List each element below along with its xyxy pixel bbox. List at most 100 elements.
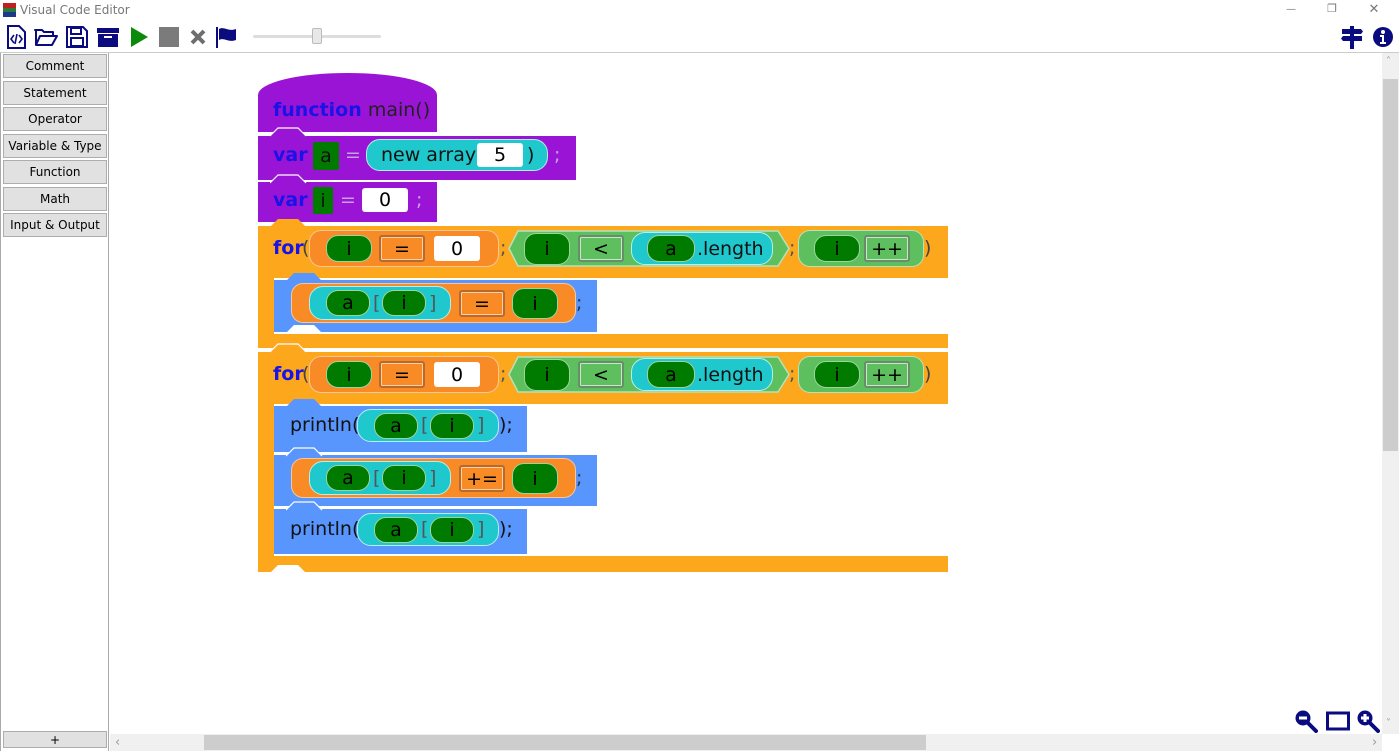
scroll-up-arrow[interactable]: ˄ [1386, 56, 1391, 67]
assign2-operator[interactable]: += [459, 465, 505, 492]
scroll-down-arrow[interactable]: ˅ [1386, 718, 1391, 729]
close-paren: ) [924, 237, 932, 259]
function-name: main() [367, 99, 431, 121]
for2-init-value[interactable]: 0 [434, 362, 480, 387]
zoom-in-icon[interactable] [1354, 708, 1382, 734]
semicolon: ; [416, 189, 423, 211]
right-bracket: ] [477, 414, 485, 436]
restore-button[interactable]: ❐ [1327, 2, 1337, 15]
save-icon[interactable] [65, 25, 89, 49]
for2-init-var[interactable]: i [326, 361, 372, 388]
block-notch-bottom [286, 325, 322, 333]
println1-array[interactable]: a [374, 413, 418, 439]
sidebar-item-variable-type[interactable]: Variable & Type [3, 134, 107, 158]
block-notch [270, 343, 307, 353]
open-folder-icon[interactable] [34, 25, 58, 49]
assign2-rhs[interactable]: i [512, 463, 558, 494]
sidebar-item-comment[interactable]: Comment [3, 54, 107, 78]
println2-index[interactable]: i [430, 517, 474, 543]
title-bar: Visual Code Editor — ❐ ✕ [0, 0, 1399, 22]
block-notch [286, 399, 322, 407]
for2-cond-var[interactable]: i [524, 359, 570, 391]
assign1-array[interactable]: a [326, 290, 370, 316]
vertical-scroll-thumb[interactable] [1383, 79, 1398, 451]
stop-icon[interactable] [157, 25, 181, 49]
for-loop-2-footer [258, 556, 948, 572]
info-icon[interactable] [1371, 25, 1395, 49]
left-bracket: [ [421, 414, 429, 436]
assign1-index[interactable]: i [382, 290, 426, 316]
for1-length-array[interactable]: a [647, 235, 695, 262]
for1-init-operator[interactable]: = [379, 235, 425, 262]
equals-sign: = [345, 144, 361, 166]
for2-init-operator[interactable]: = [379, 361, 425, 388]
for2-length-expression[interactable]: .length [631, 358, 773, 391]
close-button[interactable]: ✕ [1368, 2, 1380, 17]
function-block[interactable] [258, 73, 437, 132]
app-logo-icon [3, 3, 16, 17]
for2-cond-operator[interactable]: < [578, 361, 624, 388]
right-bracket: ] [429, 467, 437, 489]
assign1-operator[interactable]: = [459, 290, 505, 317]
equals-sign: = [340, 189, 356, 211]
for-loop-1-footer [258, 334, 948, 348]
zoom-slider-thumb[interactable] [312, 28, 322, 44]
clear-icon[interactable] [186, 25, 210, 49]
var-keyword: var [273, 189, 308, 211]
length-property: .length [697, 363, 764, 386]
for2-inc-var[interactable]: i [814, 361, 860, 388]
block-notch [270, 127, 307, 137]
assign2-array[interactable]: a [326, 465, 370, 491]
flag-icon[interactable] [214, 25, 238, 49]
zoom-out-icon[interactable] [1292, 708, 1320, 734]
for1-cond-operator[interactable]: < [578, 235, 624, 262]
scroll-left-arrow[interactable]: ‹ [115, 735, 121, 750]
semicolon: ; [576, 292, 583, 314]
sidebar-item-math[interactable]: Math [3, 187, 107, 211]
scroll-right-arrow[interactable]: › [1372, 735, 1378, 750]
semicolon: ; [554, 144, 561, 166]
for1-inc-operator[interactable]: ++ [864, 235, 910, 262]
semicolon: ; [500, 237, 507, 259]
for1-inc-var[interactable]: i [814, 235, 860, 262]
array-size-input[interactable]: 5 [477, 143, 523, 167]
minimize-button[interactable]: — [1286, 4, 1296, 15]
open-paren: ( [302, 363, 310, 385]
sidebar-item-statement[interactable]: Statement [3, 81, 107, 105]
i-initial-value[interactable]: 0 [362, 188, 408, 212]
for1-init-var[interactable]: i [326, 235, 372, 262]
println1-index[interactable]: i [430, 413, 474, 439]
sidebar-item-operator[interactable]: Operator [3, 107, 107, 131]
variable-a[interactable]: a [313, 142, 339, 170]
add-category-button[interactable]: + [3, 731, 107, 748]
signpost-icon[interactable] [1340, 25, 1364, 49]
assign1-rhs[interactable]: i [512, 288, 558, 319]
open-paren: ( [302, 237, 310, 259]
horizontal-scroll-thumb[interactable] [204, 735, 926, 750]
semicolon: ; [500, 363, 507, 385]
function-keyword: function [273, 99, 362, 121]
for2-length-array[interactable]: a [647, 361, 695, 388]
new-code-file-icon[interactable] [4, 25, 28, 49]
for2-inc-operator[interactable]: ++ [864, 361, 910, 388]
archive-icon[interactable] [96, 25, 120, 49]
for-loop-2-side [258, 404, 274, 556]
for-keyword: for [273, 237, 304, 259]
new-array-label: new array( [381, 144, 484, 166]
toolbar-divider [0, 52, 1399, 53]
for-keyword: for [273, 363, 304, 385]
sidebar-item-input-output[interactable]: Input & Output [3, 213, 107, 237]
sidebar-item-function[interactable]: Function [3, 160, 107, 184]
for1-init-value[interactable]: 0 [434, 236, 480, 261]
for1-cond-var[interactable]: i [524, 233, 570, 265]
block-notch [286, 273, 322, 281]
block-notch [270, 219, 306, 227]
variable-i[interactable]: i [313, 187, 333, 214]
fit-screen-icon[interactable] [1324, 708, 1352, 734]
block-notch [286, 447, 323, 457]
println2-array[interactable]: a [374, 517, 418, 543]
assign2-index[interactable]: i [382, 465, 426, 491]
run-icon[interactable] [127, 25, 151, 49]
var-keyword: var [273, 144, 308, 166]
semicolon: ; [789, 363, 796, 385]
